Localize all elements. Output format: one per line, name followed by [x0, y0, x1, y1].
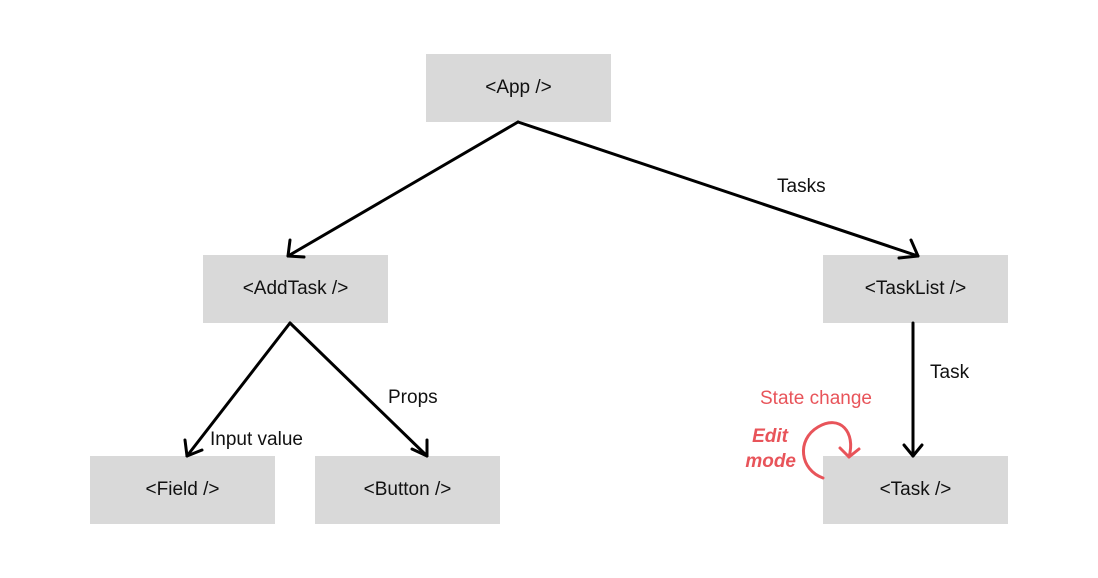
arrowhead-addtask-button: [410, 438, 429, 458]
state-change-loop-arrowhead: [838, 446, 861, 459]
edge-app-tasklist: [516, 120, 920, 258]
node-field-label: <Field />: [145, 479, 220, 500]
node-tasklist-label: <TaskList />: [864, 278, 967, 299]
edge-label-task: Task: [930, 362, 970, 383]
annotation-state-change: State change: [760, 388, 872, 409]
arrowhead-tasklist-task: [902, 443, 924, 458]
arrowhead-addtask-field: [183, 438, 204, 458]
node-app: <App />: [426, 54, 611, 122]
node-button: <Button />: [315, 456, 500, 524]
edge-label-input-value: Input value: [210, 429, 303, 450]
node-tasklist: <TaskList />: [823, 255, 1008, 323]
edge-label-props: Props: [388, 387, 438, 408]
node-addtask-label: <AddTask />: [242, 278, 349, 299]
node-field: <Field />: [90, 456, 275, 524]
state-change-loop-arrow: [801, 421, 853, 480]
node-button-label: <Button />: [363, 479, 452, 500]
edge-addtask-field: [185, 321, 292, 458]
edge-addtask-button: [288, 321, 429, 458]
node-task: <Task />: [823, 456, 1008, 524]
node-task-label: <Task />: [879, 479, 952, 500]
edge-label-tasks: Tasks: [777, 176, 826, 197]
arrowhead-app-tasklist: [897, 238, 920, 260]
arrowhead-app-addtask: [286, 238, 306, 259]
edge-app-addtask: [286, 120, 520, 258]
node-app-label: <App />: [485, 77, 552, 98]
annotation-mode: mode: [745, 451, 796, 472]
node-addtask: <AddTask />: [203, 255, 388, 323]
annotation-edit: Edit: [752, 426, 789, 447]
